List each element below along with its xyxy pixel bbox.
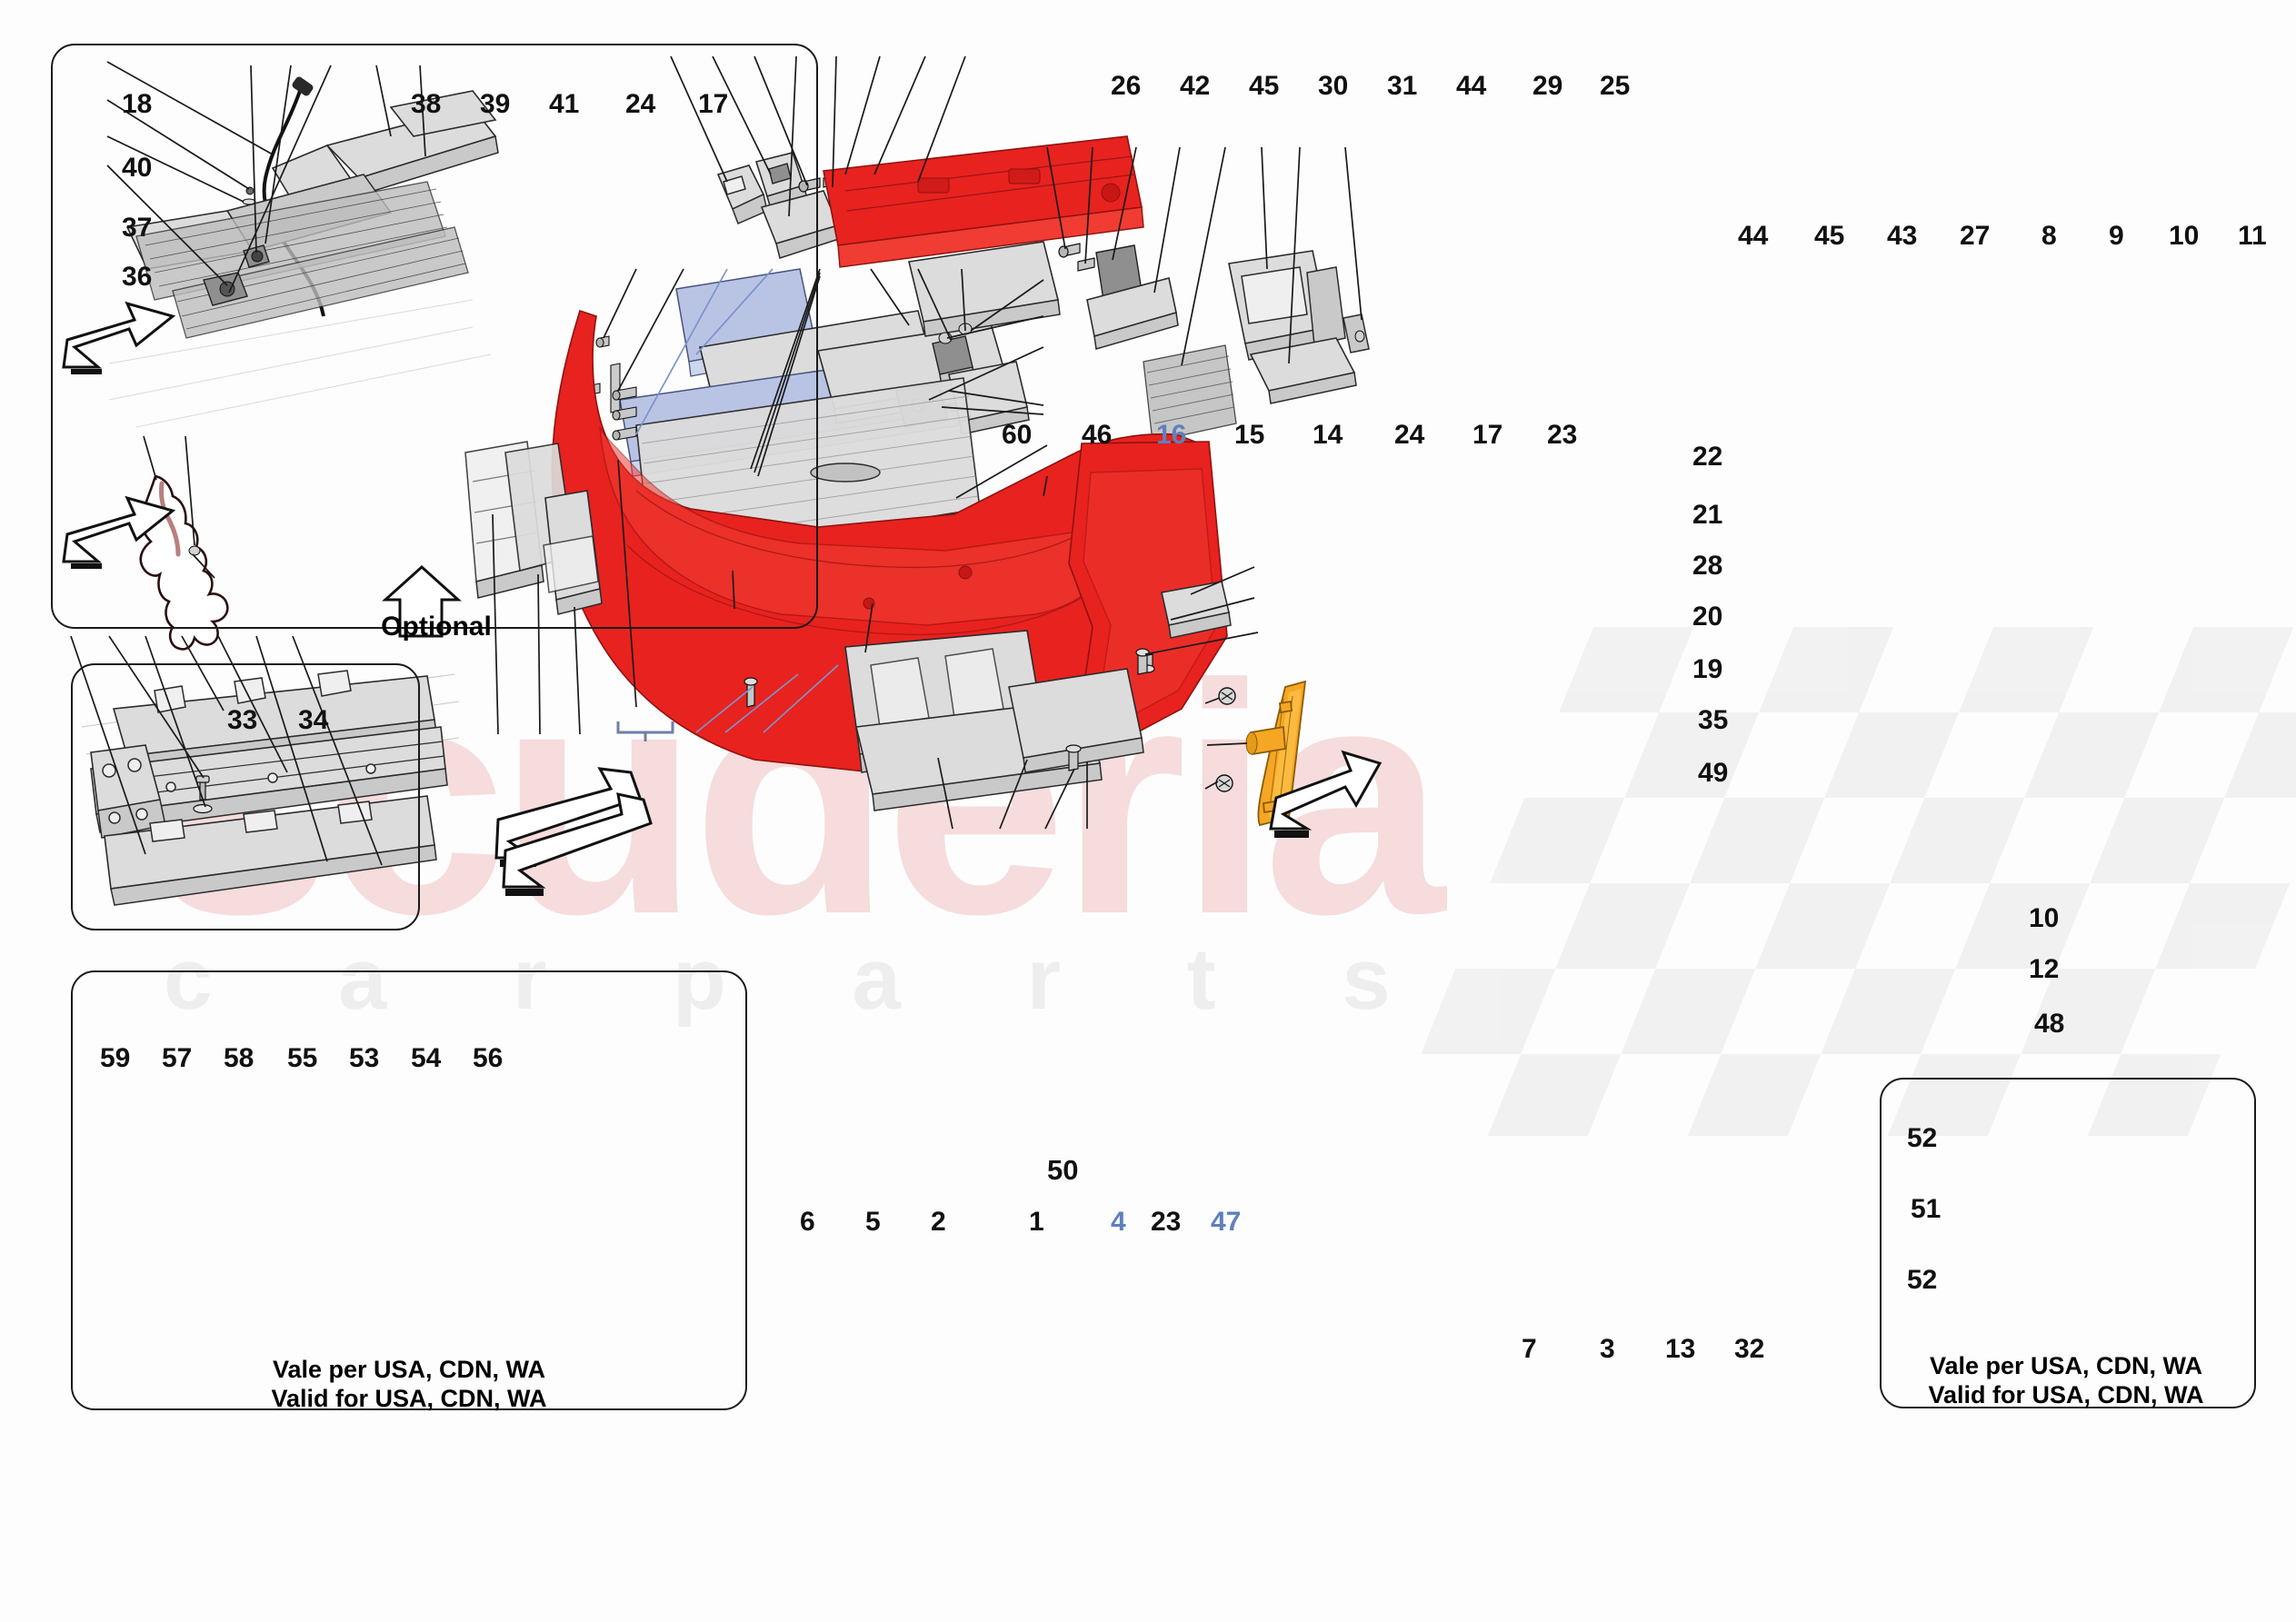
callout-46: 46 <box>1082 420 1113 450</box>
view-arrow-up-beam <box>382 564 462 638</box>
callout-25: 25 <box>1600 71 1631 101</box>
marker-leader-lines <box>1204 697 1248 790</box>
callout-14: 14 <box>1313 420 1343 450</box>
callout-17-mid: 17 <box>1472 420 1503 450</box>
callout-30: 30 <box>1318 71 1349 101</box>
callout-34: 34 <box>298 705 329 735</box>
callout-45-right: 45 <box>1814 221 1845 251</box>
callout-8: 8 <box>2041 221 2057 251</box>
left-lower-parts <box>464 441 603 615</box>
callout-48: 48 <box>2034 1009 2065 1039</box>
panel-optional <box>51 44 818 629</box>
callout-44-right: 44 <box>1738 221 1769 251</box>
usa-beam-artwork <box>81 670 460 906</box>
lower-splitter-parts <box>744 630 1155 811</box>
callout-24-optional: 24 <box>625 89 656 119</box>
panel-usa-marker-caption: Vale per USA, CDN, WA Valid for USA, CDN… <box>1928 1352 2204 1408</box>
callout-41: 41 <box>549 89 580 119</box>
callout-23-mid: 23 <box>1547 420 1578 450</box>
callout-10-top: 10 <box>2169 221 2200 251</box>
callout-29: 29 <box>1532 71 1563 101</box>
callout-50: 50 <box>1047 1154 1079 1186</box>
top-right-parts <box>1143 250 1370 443</box>
callout-4: 4 <box>1111 1207 1126 1237</box>
callout-12: 12 <box>2029 954 2060 984</box>
view-arrow-marker <box>1269 750 1383 838</box>
main-leader-lines <box>492 55 1363 830</box>
callout-11: 11 <box>2238 221 2267 251</box>
callout-36: 36 <box>122 262 153 292</box>
callout-23-bottom: 23 <box>1151 1207 1182 1237</box>
callout-56: 56 <box>473 1043 504 1073</box>
callout-42: 42 <box>1180 71 1211 101</box>
callout-18: 18 <box>122 89 153 119</box>
callout-59: 59 <box>100 1043 131 1073</box>
callout-40: 40 <box>122 153 153 183</box>
panel-usa-beam-caption: Vale per USA, CDN, WA Valid for USA, CDN… <box>271 1356 547 1412</box>
callout-47: 47 <box>1211 1207 1242 1237</box>
callout-58: 58 <box>224 1043 255 1073</box>
callout-55: 55 <box>287 1043 318 1073</box>
callout-57: 57 <box>162 1043 193 1073</box>
view-arrow-main <box>494 767 653 896</box>
callout-44-top: 44 <box>1456 71 1487 101</box>
bracket-50 <box>616 721 674 741</box>
right-lower-clips <box>1135 581 1232 675</box>
callout-16: 16 <box>1156 420 1187 450</box>
view-arrow-optional <box>62 301 176 374</box>
callout-37: 37 <box>122 213 153 243</box>
callout-54: 54 <box>411 1043 442 1073</box>
optional-panel-parts <box>125 76 499 339</box>
callout-53: 53 <box>349 1043 380 1073</box>
callout-31: 31 <box>1387 71 1418 101</box>
ghost-lines-optional <box>108 299 492 428</box>
callout-39: 39 <box>480 89 511 119</box>
callout-17-optional: 17 <box>698 89 729 119</box>
callout-49: 49 <box>1698 758 1729 788</box>
callout-3: 3 <box>1600 1334 1615 1364</box>
callout-52-lower: 52 <box>1907 1265 1938 1295</box>
callout-24-mid: 24 <box>1394 420 1425 450</box>
callout-28: 28 <box>1692 551 1723 581</box>
panel-optional-caption: Optional <box>381 612 492 642</box>
optional-leader-lines <box>106 61 426 294</box>
callout-2: 2 <box>931 1207 946 1237</box>
panel-usa-marker <box>1880 1078 2256 1408</box>
callout-60: 60 <box>1002 420 1033 450</box>
front-bumper-main <box>551 309 1228 775</box>
callout-27: 27 <box>1960 221 1991 251</box>
panel-emblem <box>71 663 420 930</box>
callout-15: 15 <box>1234 420 1265 450</box>
panel-usa-beam <box>71 970 747 1410</box>
callout-7: 7 <box>1522 1334 1537 1364</box>
callout-51: 51 <box>1911 1194 1942 1224</box>
callout-6: 6 <box>800 1207 815 1237</box>
emblem-leader-lines <box>143 435 215 579</box>
top-center-parts <box>716 135 1179 350</box>
callout-19: 19 <box>1692 654 1723 684</box>
callout-33: 33 <box>227 705 258 735</box>
callout-32: 32 <box>1734 1334 1765 1364</box>
callout-22: 22 <box>1692 442 1723 472</box>
callout-20: 20 <box>1692 602 1723 632</box>
callout-10-lower: 10 <box>2029 903 2060 933</box>
callout-35: 35 <box>1698 705 1729 735</box>
callout-13: 13 <box>1665 1334 1696 1364</box>
callout-5: 5 <box>865 1207 881 1237</box>
callout-21: 21 <box>1692 500 1723 530</box>
callout-38: 38 <box>411 89 442 119</box>
callout-26: 26 <box>1111 71 1142 101</box>
callout-52-upper: 52 <box>1907 1123 1938 1153</box>
callout-45-top: 45 <box>1249 71 1280 101</box>
callout-43: 43 <box>1887 221 1918 251</box>
callout-1: 1 <box>1029 1207 1044 1237</box>
callout-9: 9 <box>2109 221 2124 251</box>
view-arrow-emblem <box>62 495 176 569</box>
